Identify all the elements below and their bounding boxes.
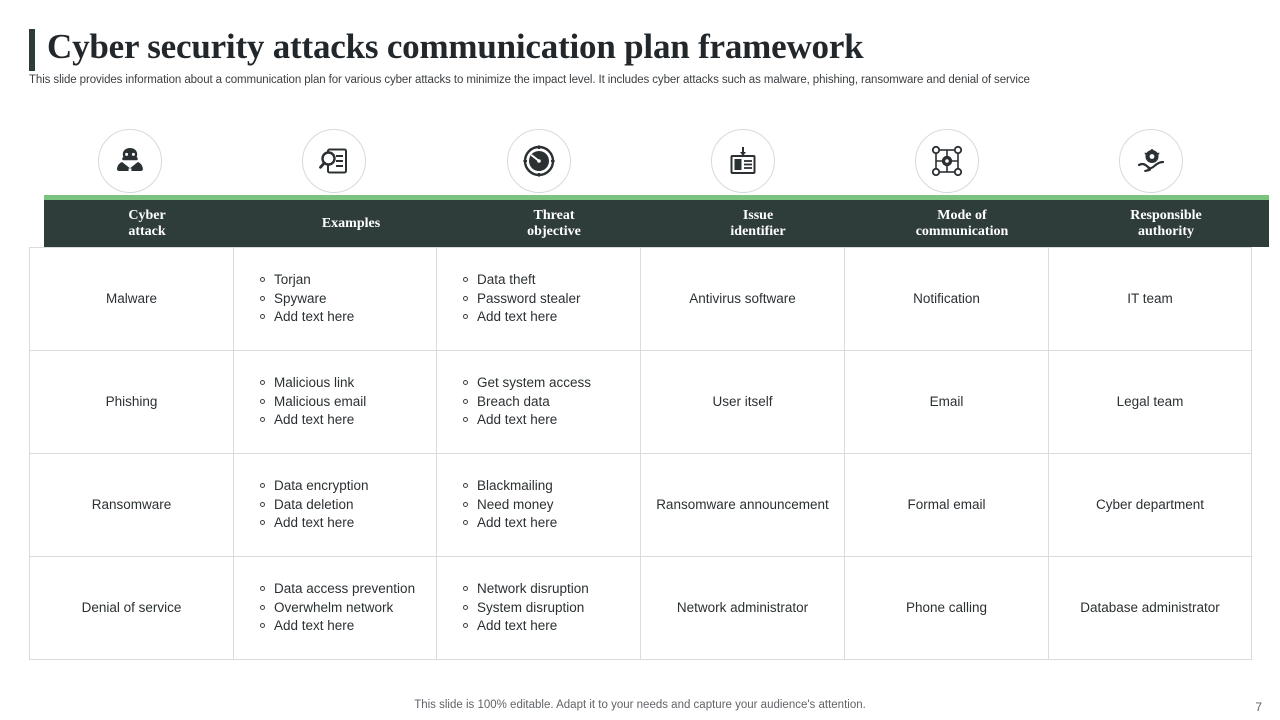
table-row: Denial of service Data access prevention… [29,556,1252,660]
list-item: Network disruption [463,580,640,598]
header-authority-line1: Responsible [1130,207,1202,223]
data-table: Malware Torjan Spyware Add text here Dat… [29,247,1252,660]
cell-attack: Malware [29,247,234,351]
cell-mode: Notification [844,247,1049,351]
hand-gear-icon [1119,129,1183,193]
hacker-icon [98,129,162,193]
list-item: Add text here [260,411,436,429]
cell-objective: Data theft Password stealer Add text her… [436,247,641,351]
table-row: Ransomware Data encryption Data deletion… [29,453,1252,557]
examples-list: Malicious link Malicious email Add text … [234,374,436,429]
title-text: Cyber security attacks communication pla… [47,27,864,66]
header-examples: Examples [248,195,454,247]
footer-note: This slide is 100% editable. Adapt it to… [414,699,866,711]
list-item: Get system access [463,374,640,392]
table-row: Malware Torjan Spyware Add text here Dat… [29,247,1252,351]
cell-identifier: Network administrator [640,556,845,660]
cell-identifier: Ransomware announcement [640,453,845,557]
objective-list: Get system access Breach data Add text h… [437,374,640,429]
list-item: Add text here [463,617,640,635]
list-item: System disruption [463,599,640,617]
list-item: Torjan [260,271,436,289]
list-item: Blackmailing [463,477,640,495]
list-item: Need money [463,496,640,514]
header-cyber-attack-line1: Cyber [128,207,166,223]
table-header-row: Cyber attack Examples Threat objective I… [29,195,1269,247]
cell-authority: Database administrator [1048,556,1252,660]
header-issue-identifier-line2: identifier [730,223,786,239]
cell-objective: Get system access Breach data Add text h… [436,350,641,454]
cell-identifier: User itself [640,350,845,454]
cell-attack: Denial of service [29,556,234,660]
cell-mode: Email [844,350,1049,454]
header-mode-of-communication: Mode of communication [859,195,1065,247]
cell-examples: Data encryption Data deletion Add text h… [233,453,437,557]
list-item: Add text here [463,411,640,429]
list-item: Add text here [463,514,640,532]
cell-mode: Phone calling [844,556,1049,660]
header-issue-identifier: Issue identifier [655,195,861,247]
header-mode-line2: communication [915,223,1009,239]
examples-list: Data encryption Data deletion Add text h… [234,477,436,532]
list-item: Spyware [260,290,436,308]
list-item: Data deletion [260,496,436,514]
title-accent-bar [29,29,35,71]
cell-examples: Data access prevention Overwhelm network… [233,556,437,660]
cell-objective: Blackmailing Need money Add text here [436,453,641,557]
icons-row [29,129,1251,195]
cell-examples: Torjan Spyware Add text here [233,247,437,351]
header-threat-objective: Threat objective [451,195,657,247]
list-item: Overwhelm network [260,599,436,617]
list-item: Breach data [463,393,640,411]
cell-authority: Legal team [1048,350,1252,454]
page-title: Cyber security attacks communication pla… [29,27,864,71]
header-threat-objective-line2: objective [527,223,581,239]
cell-examples: Malicious link Malicious email Add text … [233,350,437,454]
cell-mode: Formal email [844,453,1049,557]
header-responsible-authority: Responsible authority [1063,195,1269,247]
header-mode-line1: Mode of [937,207,987,223]
list-item: Add text here [260,514,436,532]
cell-attack: Phishing [29,350,234,454]
cell-identifier: Antivirus software [640,247,845,351]
list-item: Data theft [463,271,640,289]
cell-objective: Network disruption System disruption Add… [436,556,641,660]
examples-list: Data access prevention Overwhelm network… [234,580,436,635]
cell-authority: Cyber department [1048,453,1252,557]
list-item: Password stealer [463,290,640,308]
header-cyber-attack-line2: attack [128,223,166,239]
examples-list: Torjan Spyware Add text here [234,271,436,326]
magnifier-document-icon [302,129,366,193]
objective-list: Network disruption System disruption Add… [437,580,640,635]
list-item: Add text here [260,308,436,326]
list-item: Data access prevention [260,580,436,598]
header-cyber-attack: Cyber attack [44,195,250,247]
table-row: Phishing Malicious link Malicious email … [29,350,1252,454]
header-authority-line2: authority [1137,223,1194,239]
list-item: Add text here [463,308,640,326]
page-number: 7 [1255,700,1262,714]
id-card-icon [711,129,775,193]
cell-authority: IT team [1048,247,1252,351]
list-item: Add text here [260,617,436,635]
header-threat-objective-line1: Threat [533,207,575,223]
list-item: Malicious link [260,374,436,392]
objective-list: Blackmailing Need money Add text here [437,477,640,532]
header-issue-identifier-line1: Issue [742,207,774,223]
speedometer-icon [507,129,571,193]
list-item: Data encryption [260,477,436,495]
page-subtitle: This slide provides information about a … [29,74,1030,86]
header-examples-line1: Examples [321,215,381,231]
cell-attack: Ransomware [29,453,234,557]
objective-list: Data theft Password stealer Add text her… [437,271,640,326]
list-item: Malicious email [260,393,436,411]
network-nodes-icon [915,129,979,193]
